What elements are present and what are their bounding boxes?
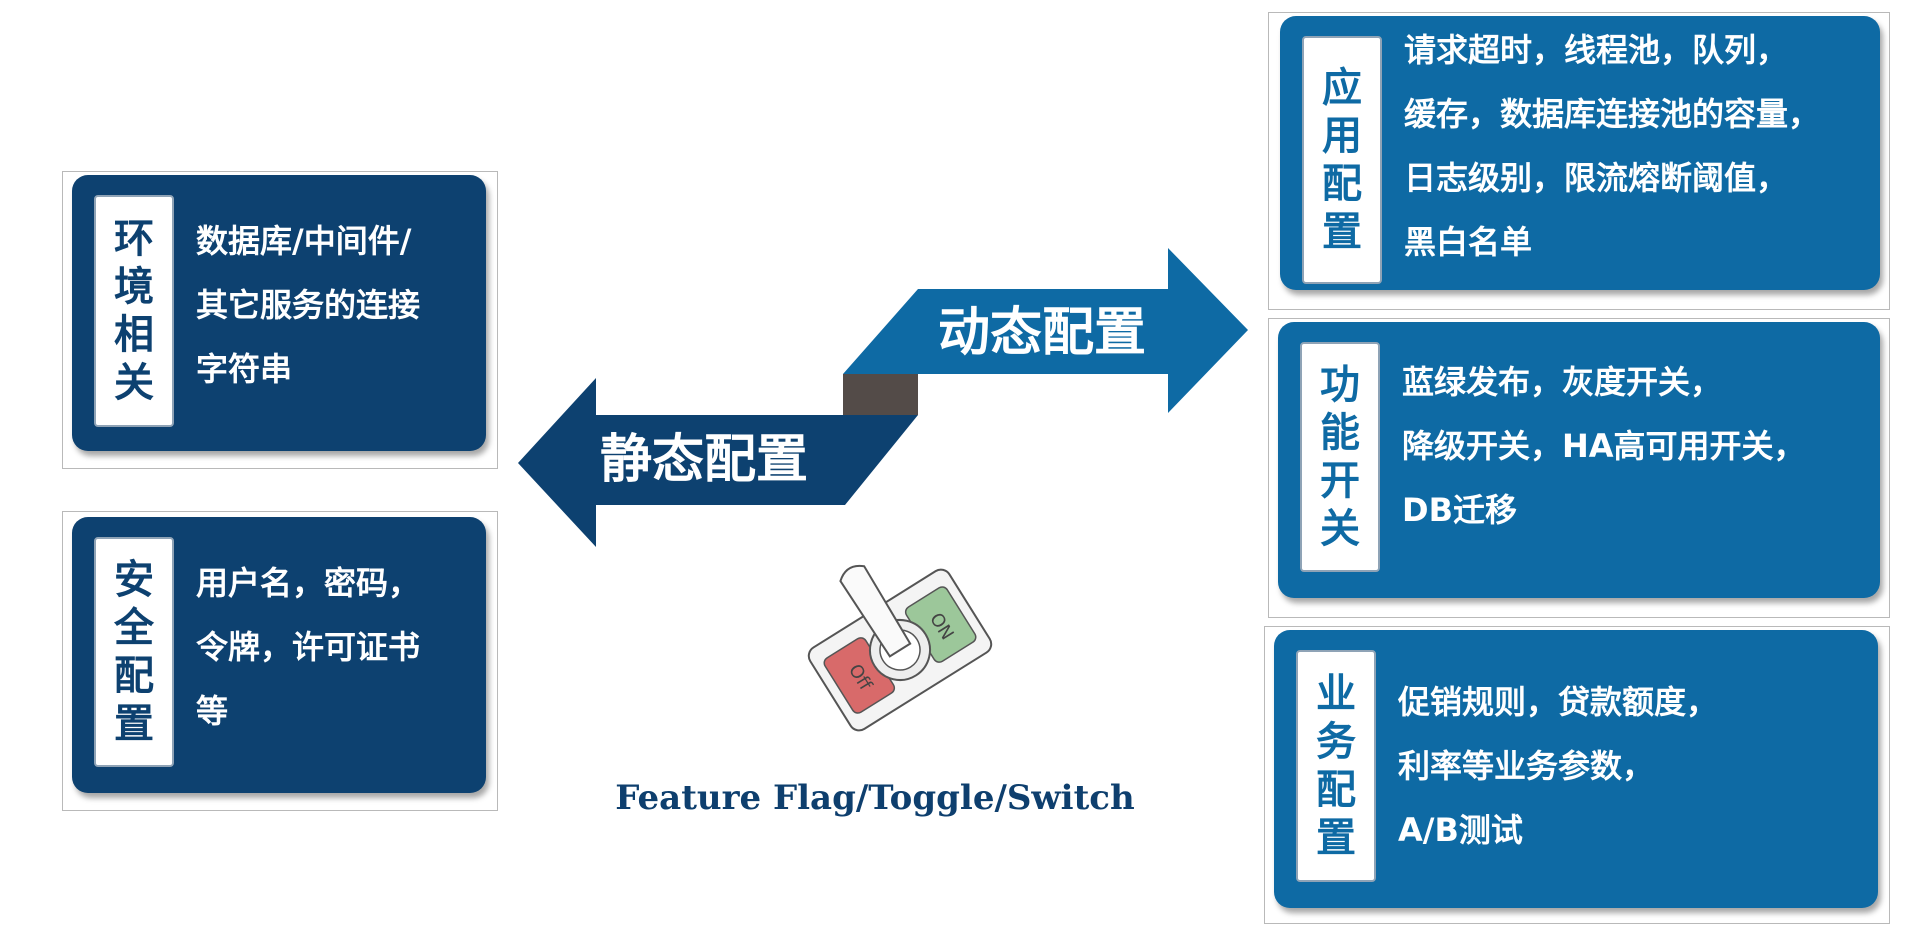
tag-char: 应 xyxy=(1322,65,1362,111)
tag-char: 开 xyxy=(1320,458,1360,504)
card-line: 字符串 xyxy=(196,350,293,388)
tag-char: 业 xyxy=(1316,671,1356,717)
tag-char: 能 xyxy=(1320,410,1360,456)
business-config-text: 促销规则，贷款额度， 利率等业务参数， A/B测试 xyxy=(1398,670,1718,862)
security-config-text: 用户名，密码， 令牌，许可证书 等 xyxy=(196,551,420,743)
static-config-label: 静态配置 xyxy=(600,430,809,490)
tag-char: 务 xyxy=(1316,719,1356,765)
env-config-tag: 环 境 相 关 xyxy=(94,195,174,427)
app-config-text: 请求超时，线程池，队列， 缓存，数据库连接池的容量， 日志级别，限流熔断阈值， … xyxy=(1404,18,1820,274)
dynamic-config-arrow xyxy=(843,248,1248,413)
tag-char: 置 xyxy=(1322,209,1362,255)
card-line: 降级开关，HA高可用开关， xyxy=(1402,427,1806,465)
tag-char: 配 xyxy=(1316,767,1356,813)
tag-char: 境 xyxy=(114,264,154,310)
card-line: 其它服务的连接 xyxy=(196,286,421,324)
card-line: A/B测试 xyxy=(1398,811,1523,849)
app-config-tag: 应 用 配 置 xyxy=(1302,36,1382,284)
app-config-card: 应 用 配 置 请求超时，线程池，队列， 缓存，数据库连接池的容量， 日志级别，… xyxy=(1280,16,1880,290)
tag-char: 环 xyxy=(114,216,154,262)
business-config-tag: 业 务 配 置 xyxy=(1296,650,1376,882)
feature-switch-card: 功 能 开 关 蓝绿发布，灰度开关， 降级开关，HA高可用开关， DB迁移 xyxy=(1278,322,1880,598)
card-line: 数据库/中间件/ xyxy=(196,222,412,260)
env-config-text: 数据库/中间件/ 其它服务的连接 字符串 xyxy=(196,209,420,401)
static-config-arrow xyxy=(518,378,918,547)
security-config-card: 安 全 配 置 用户名，密码， 令牌，许可证书 等 xyxy=(72,517,486,793)
card-line: 令牌，许可证书 xyxy=(196,628,421,666)
card-line: 用户名，密码， xyxy=(196,564,421,602)
tag-char: 关 xyxy=(114,360,154,406)
card-line: DB迁移 xyxy=(1402,491,1517,529)
tag-char: 关 xyxy=(1320,506,1360,552)
card-line: 黑白名单 xyxy=(1404,223,1533,261)
connector-block xyxy=(843,374,918,415)
card-line: 等 xyxy=(196,692,229,730)
tag-char: 配 xyxy=(114,653,154,699)
tag-char: 相 xyxy=(114,312,154,358)
feature-switch-tag: 功 能 开 关 xyxy=(1300,342,1380,572)
env-config-card: 环 境 相 关 数据库/中间件/ 其它服务的连接 字符串 xyxy=(72,175,486,451)
business-config-card: 业 务 配 置 促销规则，贷款额度， 利率等业务参数， A/B测试 xyxy=(1274,630,1878,908)
feature-flag-caption: Feature Flag/Toggle/Switch xyxy=(615,778,1135,818)
feature-switch-text: 蓝绿发布，灰度开关， 降级开关，HA高可用开关， DB迁移 xyxy=(1402,350,1806,542)
tag-char: 置 xyxy=(1316,815,1356,861)
card-line: 利率等业务参数， xyxy=(1398,747,1655,785)
tag-char: 置 xyxy=(114,701,154,747)
tag-char: 用 xyxy=(1322,113,1362,159)
card-line: 缓存，数据库连接池的容量， xyxy=(1404,95,1821,133)
card-line: 日志级别，限流熔断阈值， xyxy=(1404,159,1789,197)
tag-char: 配 xyxy=(1322,161,1362,207)
dynamic-config-label: 动态配置 xyxy=(938,303,1147,363)
tag-char: 全 xyxy=(114,605,154,651)
card-line: 蓝绿发布，灰度开关， xyxy=(1402,363,1723,401)
card-line: 请求超时，线程池，队列， xyxy=(1404,31,1789,69)
security-config-tag: 安 全 配 置 xyxy=(94,537,174,767)
toggle-switch-icon: ON Off xyxy=(807,564,993,732)
tag-char: 功 xyxy=(1320,362,1360,408)
tag-char: 安 xyxy=(114,557,154,603)
card-line: 促销规则，贷款额度， xyxy=(1398,683,1719,721)
